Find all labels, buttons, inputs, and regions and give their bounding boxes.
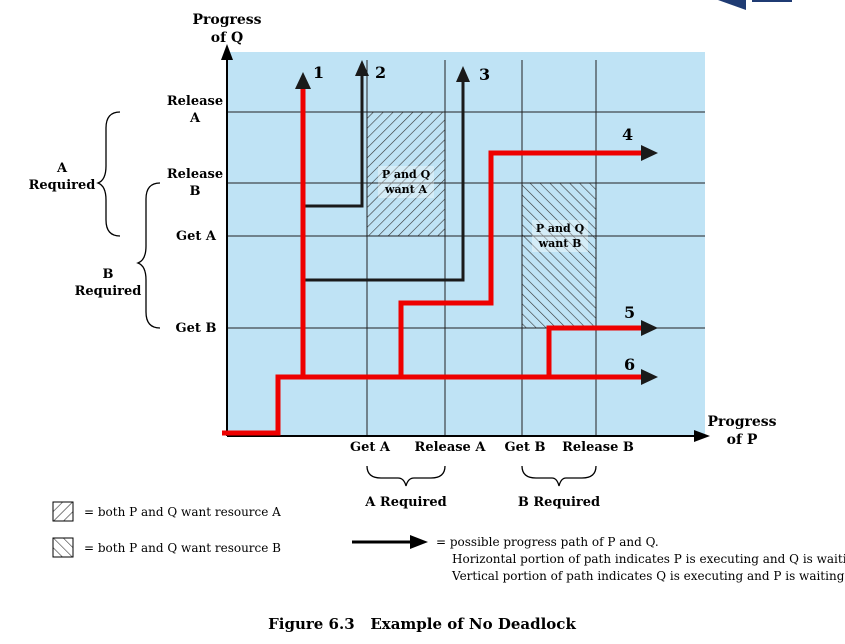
brace-b-required — [136, 182, 161, 329]
legend: = both P and Q want resource A = both P … — [52, 501, 845, 583]
region-want-b — [521, 182, 597, 329]
want-b-label-1: P and Q — [536, 222, 585, 235]
y-label-release-a-2: A — [189, 111, 201, 126]
y-label-get-a: Get A — [176, 229, 217, 244]
x-axis-title-2: of P — [727, 432, 758, 448]
a-required-left-2: Required — [29, 178, 96, 193]
a-required-left-1: A — [56, 161, 68, 176]
left-brackets — [96, 111, 161, 329]
y-axis-title-1: Progress — [192, 12, 261, 28]
x-label-get-b: Get B — [505, 440, 546, 455]
y-axis-title-2: of Q — [211, 30, 243, 46]
y-label-release-a-1: Release — [167, 94, 223, 109]
legend-hatch-a-swatch — [52, 501, 74, 522]
brace-a-required — [96, 111, 121, 237]
x-label-release-b: Release B — [562, 440, 634, 455]
path-label-5: 5 — [624, 303, 635, 322]
path-label-1: 1 — [313, 63, 324, 82]
legend-hatch-b-text: = both P and Q want resource B — [84, 541, 281, 555]
legend-hatch-b-swatch — [52, 537, 74, 558]
bottom-brackets — [366, 465, 597, 487]
axes — [221, 44, 710, 442]
plot-area — [227, 52, 705, 436]
y-label-get-b: Get B — [176, 321, 217, 336]
path-label-6: 6 — [624, 355, 635, 374]
legend-arrow-text-3: Vertical portion of path indicates Q is … — [451, 569, 845, 583]
path-5 — [546, 320, 658, 377]
region-want-a — [366, 111, 446, 237]
x-label-get-a: Get A — [350, 440, 391, 455]
x-label-release-a: Release A — [415, 440, 487, 455]
legend-hatch-a-text: = both P and Q want resource A — [84, 505, 281, 519]
y-label-release-b-2: B — [190, 184, 201, 199]
figure-caption: Figure 6.3 Example of No Deadlock — [268, 615, 576, 633]
path-label-3: 3 — [479, 65, 490, 84]
legend-arrow-text-2: Horizontal portion of path indicates P i… — [452, 552, 845, 566]
want-a-label-1: P and Q — [382, 168, 431, 181]
b-required-left-1: B — [103, 267, 114, 282]
path-4 — [398, 145, 658, 377]
want-a-label-2: want A — [384, 183, 428, 196]
x-axis-title-1: Progress — [707, 414, 776, 430]
path-2 — [303, 60, 369, 208]
path-label-4: 4 — [622, 125, 633, 144]
y-label-release-b-1: Release — [167, 167, 223, 182]
b-required-bottom: B Required — [518, 495, 600, 510]
want-b-label-2: want B — [538, 237, 582, 250]
path-3 — [303, 66, 470, 282]
a-required-bottom: A Required — [364, 495, 446, 510]
path-label-2: 2 — [375, 63, 386, 82]
legend-arrow-text-1: = possible progress path of P and Q. — [436, 535, 659, 549]
brace-a-required-bottom — [366, 465, 446, 487]
path-6 — [222, 369, 658, 436]
b-required-left-2: Required — [75, 284, 142, 299]
brace-b-required-bottom — [521, 465, 597, 487]
path-1 — [295, 72, 311, 377]
university-logo — [718, 0, 792, 10]
